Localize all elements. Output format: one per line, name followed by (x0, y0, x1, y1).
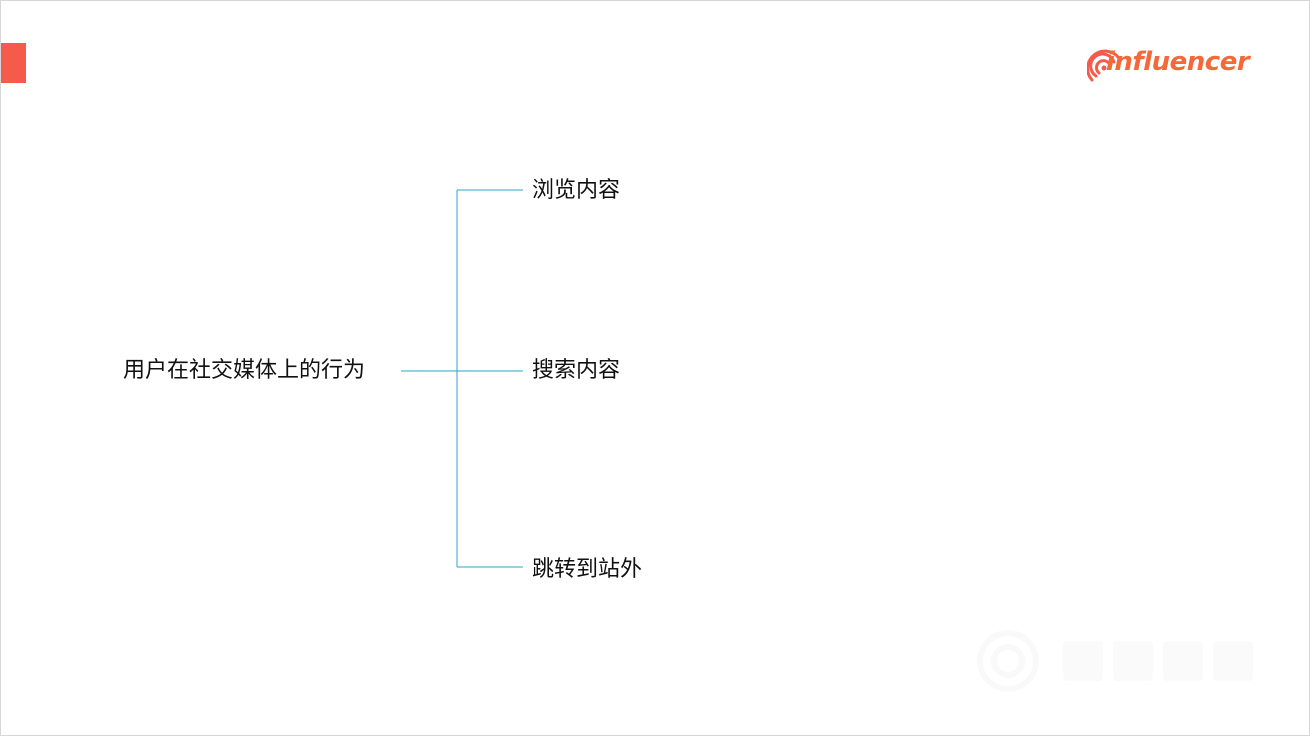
faint-watermark-icon (977, 630, 1253, 692)
brand-logo: influencer (1087, 45, 1250, 87)
accent-bar (1, 43, 26, 83)
branch-node-search: 搜索内容 (532, 358, 621, 383)
signal-arcs-icon (1087, 49, 1120, 82)
branch-node-browse: 浏览内容 (532, 178, 621, 203)
logo-wordmark: influencer (1106, 47, 1250, 77)
root-node: 用户在社交媒体上的行为 (123, 358, 366, 383)
branch-node-external: 跳转到站外 (532, 557, 643, 582)
